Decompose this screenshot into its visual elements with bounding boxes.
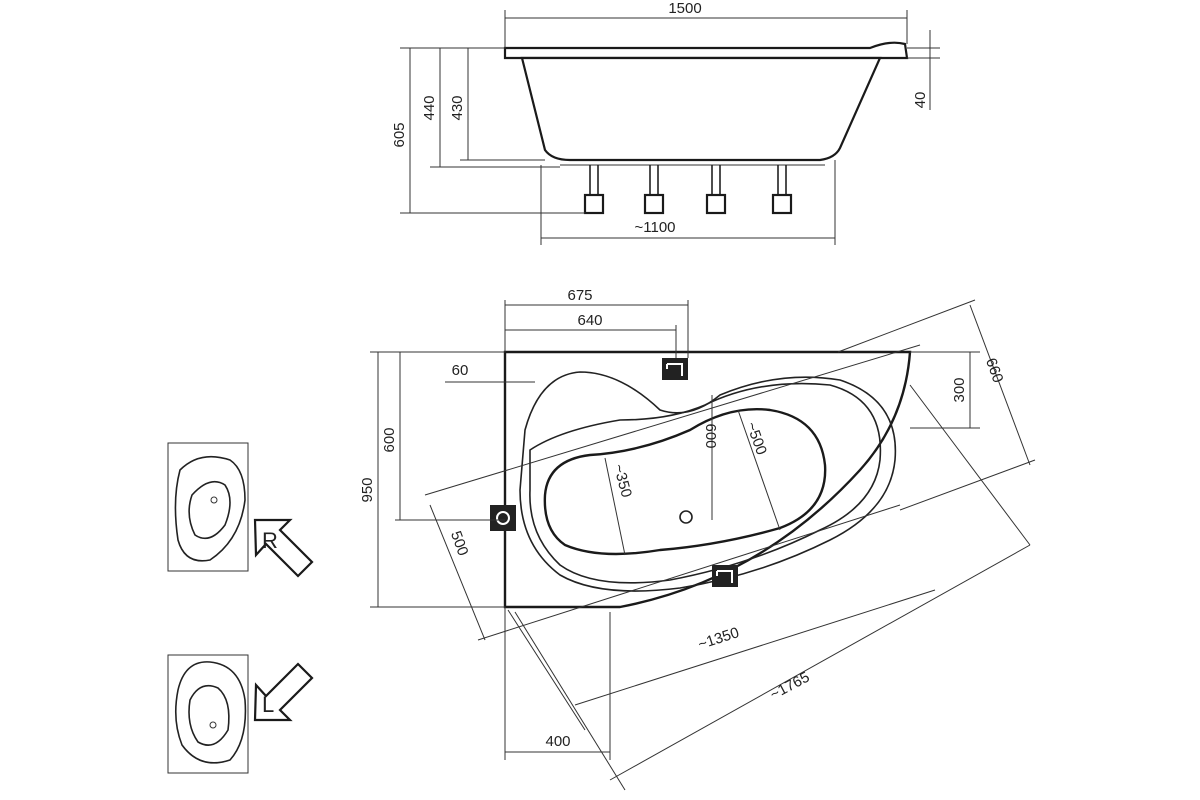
dim-600-left: 600 — [381, 427, 398, 452]
dim-plan-width: 675 640 — [504, 287, 689, 358]
orientation-left: L — [167, 654, 314, 774]
dim-605: 605 — [391, 122, 408, 147]
faucet-icon — [662, 358, 688, 380]
overflow-icon — [490, 505, 516, 531]
arrow-right-icon — [253, 518, 314, 578]
arrow-left-icon — [253, 662, 314, 722]
dim-diagonal-1765: ~1765 — [514, 544, 1031, 791]
dim-left-depth: 500 — [424, 344, 921, 641]
dim-side-length: 1500 — [504, 0, 908, 48]
dim-diagonal-height: 660 — [837, 299, 1036, 511]
dim-40: 40 — [912, 92, 929, 109]
dim-side-heights: 605 440 430 — [391, 47, 585, 214]
tub-side-body — [520, 56, 882, 162]
dim-300: 300 — [951, 377, 968, 402]
side-view: 1500 605 440 430 40 ~1100 — [391, 0, 940, 245]
tub-side-rim — [503, 41, 909, 60]
dim-400: 400 — [545, 733, 570, 750]
dim-plan-heights: 950 600 — [359, 351, 505, 608]
dim-660: 660 — [982, 356, 1007, 385]
dim-430: 430 — [449, 95, 466, 120]
dim-640: 640 — [577, 312, 602, 329]
dim-60: 60 — [452, 362, 469, 379]
dim-1500: 1500 — [668, 0, 701, 17]
dim-1350: ~1350 — [696, 624, 741, 653]
plan-view: 675 640 60 950 600 300 — [359, 287, 1036, 791]
tub-plan-outline — [503, 350, 912, 609]
dim-950: 950 — [359, 477, 376, 502]
dim-500-inner: ~500 — [742, 420, 770, 458]
dim-1765: ~1765 — [767, 669, 812, 704]
dim-inner: 600 ~500 ~350 — [604, 395, 781, 556]
dim-bottom: 400 — [504, 607, 611, 760]
orientation-right-label: R — [262, 528, 278, 553]
dim-plan-offset: 60 — [445, 362, 535, 383]
tub-plan-inner-basin — [543, 408, 827, 556]
orientation-right: R — [167, 442, 314, 578]
dim-500-left: 500 — [447, 529, 472, 558]
dim-675: 675 — [567, 287, 592, 304]
dim-350: ~350 — [610, 462, 635, 499]
dim-rim: 40 — [907, 30, 940, 110]
tub-legs — [583, 165, 793, 215]
dim-600-inner: 600 — [702, 423, 719, 448]
tub-plan-basin-outer — [519, 371, 897, 592]
dim-base: ~1100 — [540, 160, 836, 245]
tub-plan-basin-rim — [529, 382, 882, 584]
dim-440: 440 — [421, 95, 438, 120]
faucet-icon — [712, 565, 738, 587]
dim-corner: 300 — [910, 351, 980, 429]
drain-icon — [679, 510, 693, 524]
dim-1100: ~1100 — [634, 219, 675, 236]
orientation-left-label: L — [262, 692, 274, 717]
